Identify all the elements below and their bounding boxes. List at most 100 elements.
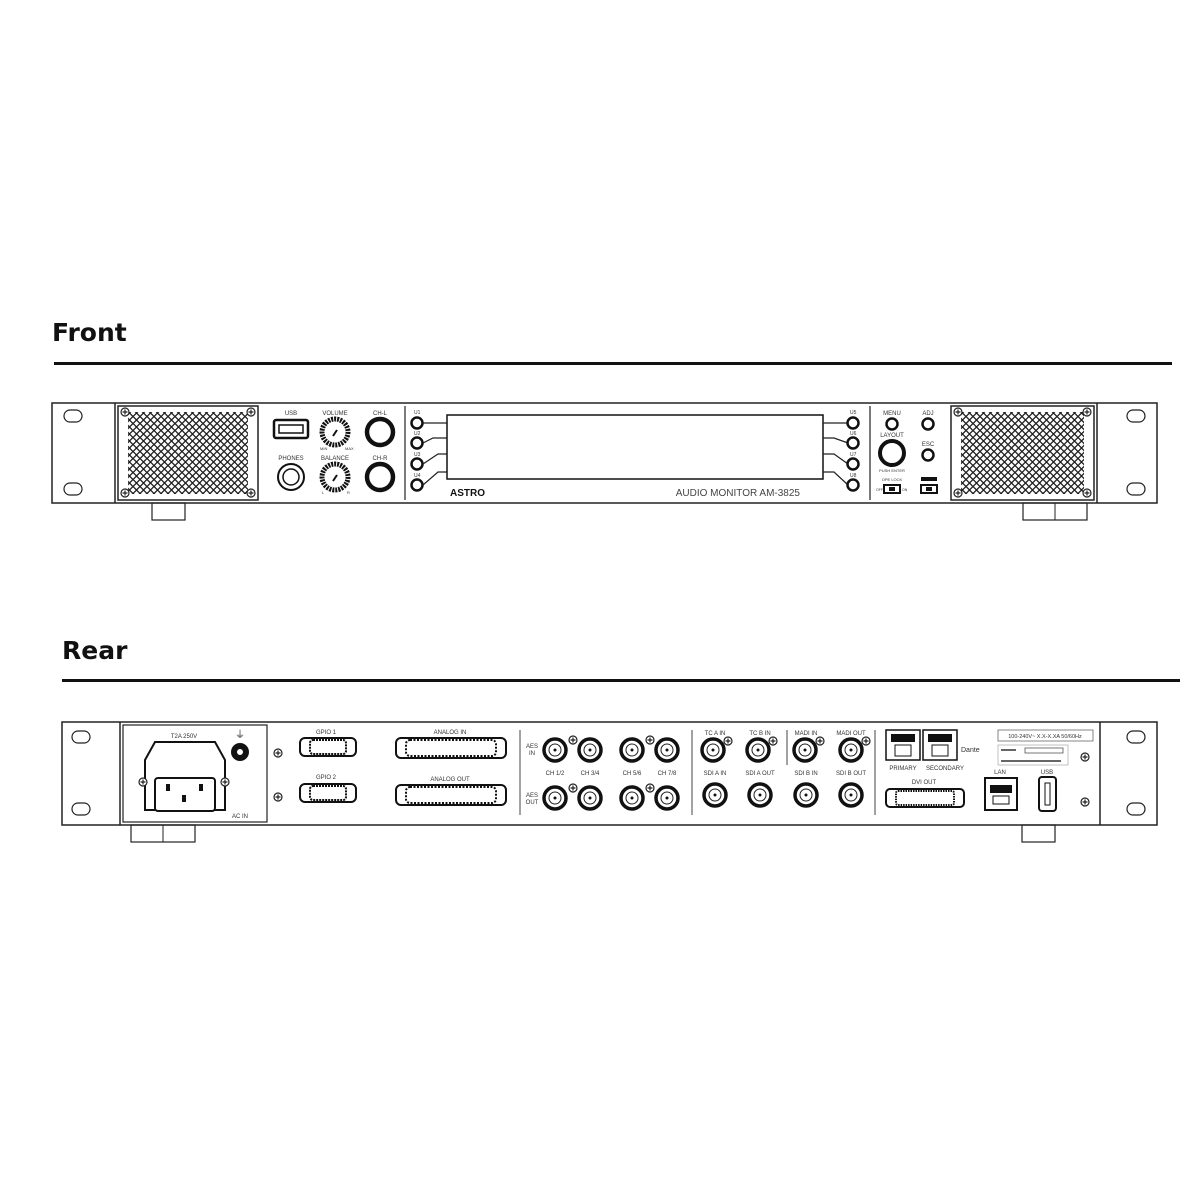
usb-rear-port[interactable] [1038,776,1057,812]
u1-label: U1 [414,410,421,416]
tc-b-in-label: TC B IN [749,731,770,737]
menu-label: MENU [883,411,901,417]
analog-in-connector[interactable] [395,737,507,759]
gpio2-label: GPIO 2 [316,775,337,781]
fuse-label: T2A 250V [171,734,197,740]
analog-out-connector[interactable] [395,784,507,806]
lan-label: LAN [994,770,1006,776]
volume-min-label: MIN [320,446,327,451]
rear-chassis [61,721,1158,826]
rear-title: Rear [62,636,128,665]
u7-label: U7 [850,452,857,458]
gpio2-connector[interactable] [299,783,357,803]
ope-lock-switch[interactable] [883,484,901,494]
ch56-label: CH 5/6 [623,771,642,777]
sdi-a-out-bnc[interactable] [747,782,773,808]
usb-rear-label: USB [1041,770,1053,776]
rack-ear-hole [71,730,91,744]
rack-ear-hole [1126,730,1146,744]
ac-in-label: AC IN [232,814,248,820]
u3-button[interactable] [410,457,424,471]
rear-divider [62,679,1180,682]
u4-label: U4 [414,473,421,479]
ac-inlet[interactable] [138,741,230,812]
adj-label: ADJ [922,411,933,417]
tc-b-in-bnc[interactable] [745,737,771,763]
dante-secondary-port[interactable] [922,729,958,761]
serial-label-plate [997,744,1069,766]
aes-in-ch78-bnc[interactable] [654,737,680,763]
balance-l-label: L [322,490,325,495]
sdi-b-out-bnc[interactable] [838,782,864,808]
phones-jack[interactable] [277,463,305,491]
analog-out-label: ANALOG OUT [430,777,470,783]
aes-in-ch34-bnc[interactable] [577,737,603,763]
foot [1021,824,1056,843]
aes-in-label-2: IN [529,751,535,757]
u7-button[interactable] [846,457,860,471]
aes-out-ch56-bnc[interactable] [619,785,645,811]
dvi-out-label: DVI OUT [912,780,937,786]
dvi-out-connector[interactable] [885,788,965,808]
madi-in-label: MADI IN [795,731,818,737]
lock-off-label: OFF [876,488,883,492]
gpio1-connector[interactable] [299,737,357,757]
aes-out-ch12-bnc[interactable] [542,785,568,811]
volume-label: VOLUME [322,411,347,417]
adj-button[interactable] [921,417,935,431]
esc-label: ESC [922,442,935,448]
analog-in-label: ANALOG IN [434,730,467,736]
sdi-a-out-label: SDI A OUT [745,771,775,777]
ground-terminal[interactable] [231,743,249,761]
ch-l-label: CH-L [373,411,388,417]
u6-button[interactable] [846,436,860,450]
aes-in-ch12-bnc[interactable] [542,737,568,763]
usb-port[interactable] [272,418,310,440]
lock-on-label: ON [902,488,908,492]
mode-switch[interactable] [920,477,938,494]
lan-port[interactable] [984,777,1018,811]
u4-button[interactable] [410,478,424,492]
layout-label: LAYOUT [880,433,904,439]
gpio1-label: GPIO 1 [316,730,337,736]
sdi-a-in-bnc[interactable] [702,782,728,808]
u3-label: U3 [414,452,421,458]
madi-in-bnc[interactable] [792,737,818,763]
menu-button[interactable] [885,417,899,431]
ope-lock-label: OPE LOCK [882,477,903,482]
primary-label: PRIMARY [889,766,916,772]
dante-primary-port[interactable] [885,729,921,761]
rack-ear-hole [63,482,83,496]
speaker-grille-left [128,412,248,494]
balance-knob[interactable] [319,461,351,493]
sdi-b-in-bnc[interactable] [793,782,819,808]
layout-knob[interactable] [878,439,906,467]
tc-a-in-bnc[interactable] [700,737,726,763]
ch-l-knob[interactable] [364,416,396,448]
aes-out-ch34-bnc[interactable] [577,785,603,811]
display-screen [446,414,824,480]
ch12-label: CH 1/2 [546,771,565,777]
front-divider [54,362,1172,365]
rear-panel: T2A 250V ⏚ AC IN GPIO 1 GPIO 2 ANALOG IN… [61,721,1158,843]
aes-out-ch78-bnc[interactable] [654,785,680,811]
madi-out-bnc[interactable] [838,737,864,763]
u2-button[interactable] [410,436,424,450]
rack-ear-hole [1126,802,1146,816]
u1-button[interactable] [410,416,424,430]
madi-out-label: MADI OUT [836,731,866,737]
usb-label: USB [285,411,297,417]
model-name: AUDIO MONITOR AM-3825 [676,488,801,499]
rack-ear-hole [1126,409,1146,423]
u8-label: U8 [850,473,857,479]
tc-a-in-label: TC A IN [705,731,726,737]
aes-in-ch56-bnc[interactable] [619,737,645,763]
ch-r-knob[interactable] [364,461,396,493]
volume-knob[interactable] [319,416,351,448]
u5-button[interactable] [846,416,860,430]
aes-in-label: AES [526,744,538,750]
ground-symbol: ⏚ [235,729,245,741]
u8-button[interactable] [846,478,860,492]
esc-button[interactable] [921,448,935,462]
